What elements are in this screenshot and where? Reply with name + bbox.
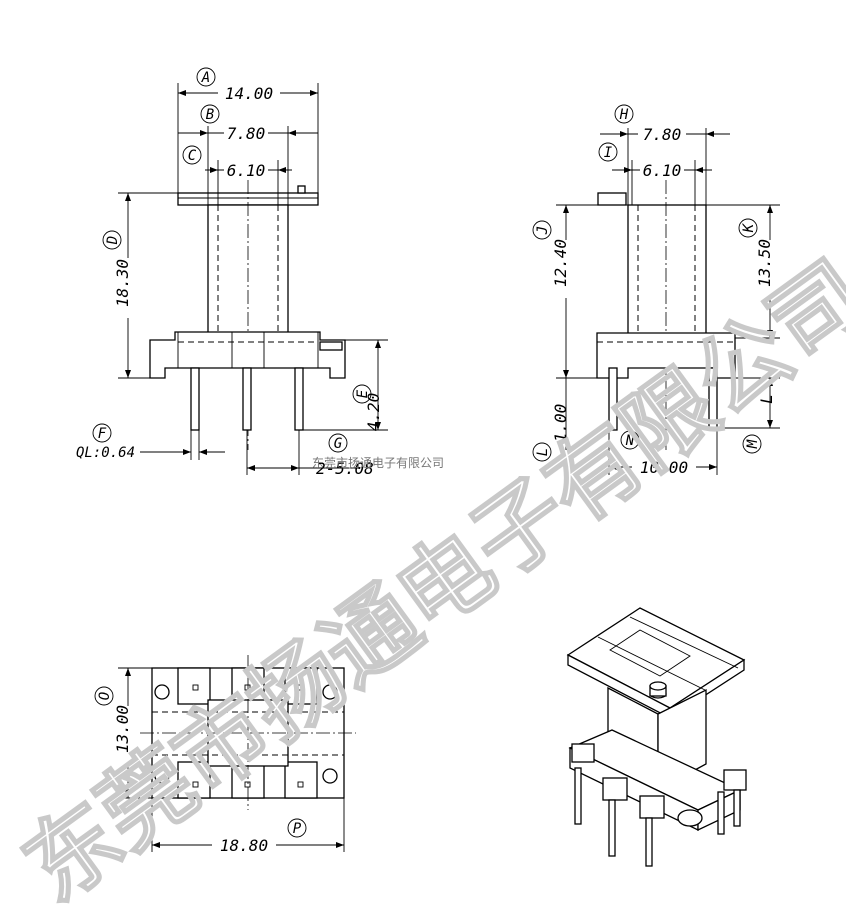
- front-pin-3: [294, 367, 304, 431]
- bottom-pin-2: [322, 684, 338, 700]
- dim-L: 1.00: [551, 404, 570, 443]
- front-base: [149, 331, 346, 379]
- label-F: F: [98, 426, 107, 442]
- label-C: C: [188, 148, 197, 164]
- label-E: E: [355, 389, 371, 398]
- label-A-circle: [196, 67, 216, 87]
- dim-C: 6.10: [227, 161, 266, 180]
- label-D: D: [105, 236, 121, 245]
- label-O: O: [97, 692, 113, 700]
- label-G: G: [334, 436, 343, 452]
- isometric-view: [566, 607, 747, 867]
- label-K: K: [741, 222, 757, 233]
- dim-I: 6.10: [643, 161, 682, 180]
- dim-J: 12.40: [551, 239, 570, 287]
- side-view: H 7.80 I 6.10 J 12.40 K 13.50: [532, 104, 780, 477]
- label-M: M: [745, 439, 761, 449]
- dim-F: QL:0.64: [76, 445, 135, 461]
- side-top-pin: [597, 192, 627, 206]
- dim-K: 13.50: [755, 239, 774, 287]
- bottom-pin-3: [154, 768, 170, 784]
- bottom-pin-1: [154, 684, 170, 700]
- dim-N: 10.00: [640, 458, 688, 477]
- label-P: P: [293, 821, 302, 837]
- label-J: J: [535, 226, 551, 235]
- label-I: I: [604, 145, 613, 161]
- dim-P: 18.80: [220, 836, 268, 855]
- dim-H: 7.80: [643, 125, 682, 144]
- dim-A: 14.00: [225, 84, 273, 103]
- dim-G: 2-5.08: [316, 459, 374, 478]
- dim-D: 18.30: [113, 259, 132, 307]
- front-pin-2: [242, 367, 252, 431]
- label-B: B: [206, 107, 214, 123]
- label-H: H: [619, 107, 629, 123]
- bottom-pin-4: [322, 768, 338, 784]
- dim-O: 13.00: [113, 705, 132, 753]
- dim-L-right: L: [757, 394, 776, 404]
- dim-E: 4.20: [364, 393, 383, 432]
- side-pin-2: [708, 367, 718, 431]
- front-pin-1: [190, 367, 200, 431]
- label-L: L: [535, 448, 551, 456]
- front-top-pin: [297, 185, 306, 194]
- label-A: A: [201, 70, 210, 86]
- bottom-view: O 13.00 P 18.80: [94, 655, 356, 855]
- side-core-tube: [627, 204, 707, 336]
- label-N: N: [625, 433, 635, 449]
- front-view: A 14.00 B 7.80 C 6.10 D 18.30: [76, 67, 388, 478]
- dim-B: 7.80: [227, 124, 266, 143]
- watermark-small-text: 东莞市扬通电子有限公司: [312, 455, 444, 470]
- side-pin-1: [608, 367, 618, 431]
